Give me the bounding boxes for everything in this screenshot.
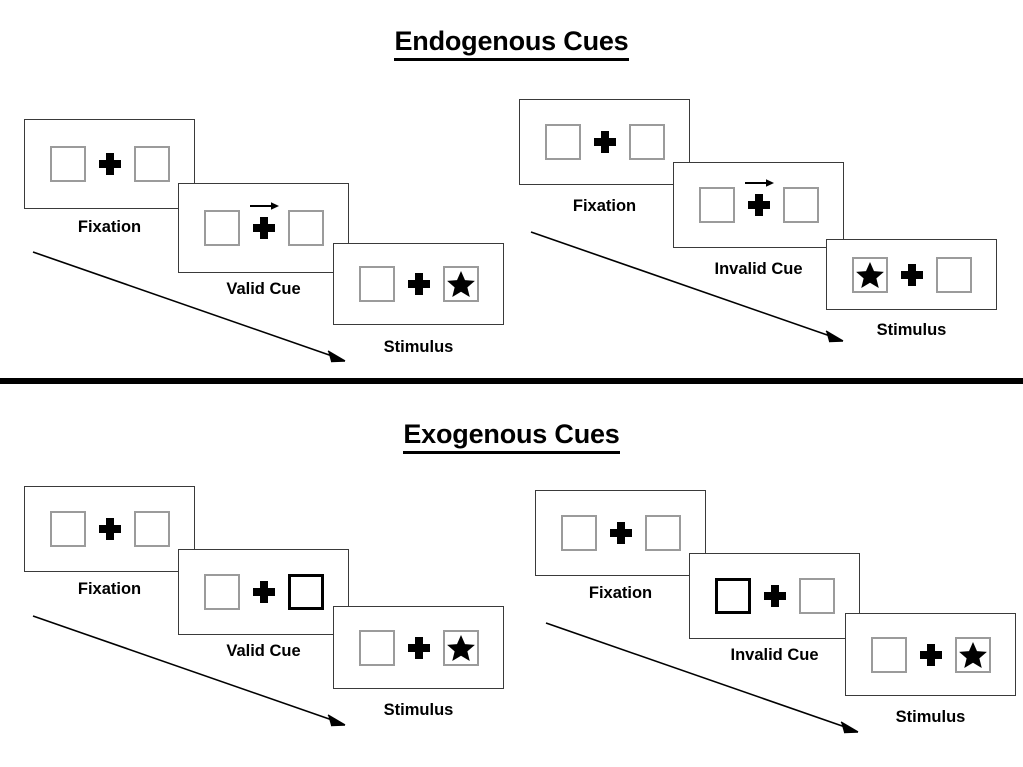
right-placeholder-box: [133, 511, 170, 547]
left-placeholder-box: [203, 210, 240, 246]
exogenous-invalid-cue-caption: Invalid Cue: [730, 646, 819, 664]
fixation-cross-icon: [252, 581, 275, 603]
frame-inner: [358, 266, 479, 302]
endogenous-valid-stimulus-caption: Stimulus: [383, 338, 454, 356]
exogenous-valid-fixation-caption: Fixation: [77, 580, 142, 598]
frame-inner: [49, 146, 170, 182]
exogenous-valid-fixation-frame: [24, 486, 195, 572]
endogenous-valid-stimulus-frame: [333, 243, 504, 325]
section-divider: [0, 378, 1023, 384]
endogenous-invalid-cue-frame: [673, 162, 844, 248]
left-placeholder-box: [544, 124, 581, 160]
endogenous-valid-cue-caption: Valid Cue: [226, 280, 301, 298]
exogenous-valid-stimulus-frame: [333, 606, 504, 689]
left-placeholder-box-cued: [714, 578, 751, 614]
frame-inner: [560, 515, 681, 551]
right-placeholder-box: [287, 210, 324, 246]
left-placeholder-box: [870, 636, 907, 673]
exogenous-invalid-stimulus-caption: Stimulus: [895, 708, 966, 726]
star-icon: [446, 271, 475, 297]
star-icon: [446, 634, 475, 661]
left-placeholder-box: [851, 256, 888, 293]
endogenous-valid-flow-arrow: [32, 251, 346, 363]
frame-inner: [544, 124, 665, 160]
endogenous-invalid-fixation-frame: [519, 99, 690, 185]
fixation-cross-icon: [763, 585, 786, 607]
right-placeholder-box: [935, 256, 972, 293]
frame-inner: [714, 578, 835, 614]
fixation-cross-icon: [407, 273, 430, 295]
fixation-cross-icon: [407, 636, 430, 659]
frame-inner: [851, 256, 972, 293]
left-placeholder-box: [49, 511, 86, 547]
endogenous-valid-fixation-caption: Fixation: [77, 218, 142, 236]
right-placeholder-box: [798, 578, 835, 614]
endogenous-title: Endogenous Cues: [0, 26, 1023, 61]
exogenous-invalid-flow-arrow: [545, 622, 859, 734]
exogenous-valid-cue-frame: [178, 549, 349, 635]
exogenous-invalid-fixation-caption: Fixation: [588, 584, 653, 602]
endogenous-invalid-fixation-caption: Fixation: [572, 197, 637, 215]
endogenous-title-text: Endogenous Cues: [394, 26, 629, 61]
frame-inner: [203, 202, 324, 246]
endogenous-invalid-stimulus-frame: [826, 239, 997, 310]
section-exogenous: Exogenous Cues Fixation Valid Cue: [0, 384, 1023, 767]
exogenous-valid-stimulus-caption: Stimulus: [383, 701, 454, 719]
left-placeholder-box: [203, 574, 240, 610]
exogenous-invalid-cue-frame: [689, 553, 860, 639]
fixation-cross-icon: [98, 518, 121, 540]
fixation-cross-icon: [744, 179, 774, 216]
endogenous-valid-fixation-frame: [24, 119, 195, 209]
left-placeholder-box: [358, 266, 395, 302]
exogenous-invalid-fixation-frame: [535, 490, 706, 576]
right-placeholder-box: [442, 266, 479, 302]
fixation-cross-icon: [98, 153, 121, 175]
right-placeholder-box: [644, 515, 681, 551]
fixation-cross-icon: [919, 643, 942, 666]
frame-inner: [698, 179, 819, 223]
endogenous-valid-cue-frame: [178, 183, 349, 273]
fixation-cross-icon: [900, 263, 923, 286]
right-placeholder-box: [628, 124, 665, 160]
left-placeholder-box: [49, 146, 86, 182]
fixation-cross-icon: [249, 202, 279, 239]
exogenous-title-text: Exogenous Cues: [403, 419, 620, 454]
frame-inner: [870, 636, 991, 673]
exogenous-valid-flow-arrow: [32, 615, 346, 727]
endogenous-invalid-stimulus-caption: Stimulus: [876, 321, 947, 339]
right-placeholder-box-cued: [287, 574, 324, 610]
left-placeholder-box: [358, 629, 395, 666]
endogenous-invalid-flow-arrow: [530, 231, 844, 343]
right-placeholder-box: [782, 187, 819, 223]
right-placeholder-box: [954, 636, 991, 673]
right-arrow-icon: [249, 202, 279, 210]
left-placeholder-box: [560, 515, 597, 551]
section-endogenous: Endogenous Cues Fixation Valid Cue: [0, 26, 1023, 363]
fixation-cross-icon: [609, 522, 632, 544]
star-icon: [958, 641, 987, 668]
right-placeholder-box: [133, 146, 170, 182]
frame-inner: [49, 511, 170, 547]
right-arrow-icon: [744, 179, 774, 187]
exogenous-valid-cue-caption: Valid Cue: [226, 642, 301, 660]
left-placeholder-box: [698, 187, 735, 223]
endogenous-invalid-cue-caption: Invalid Cue: [714, 260, 803, 278]
exogenous-title: Exogenous Cues: [0, 419, 1023, 454]
star-icon: [855, 261, 884, 288]
exogenous-invalid-stimulus-frame: [845, 613, 1016, 696]
right-placeholder-box: [442, 629, 479, 666]
fixation-cross-icon: [593, 131, 616, 153]
frame-inner: [203, 574, 324, 610]
frame-inner: [358, 629, 479, 666]
